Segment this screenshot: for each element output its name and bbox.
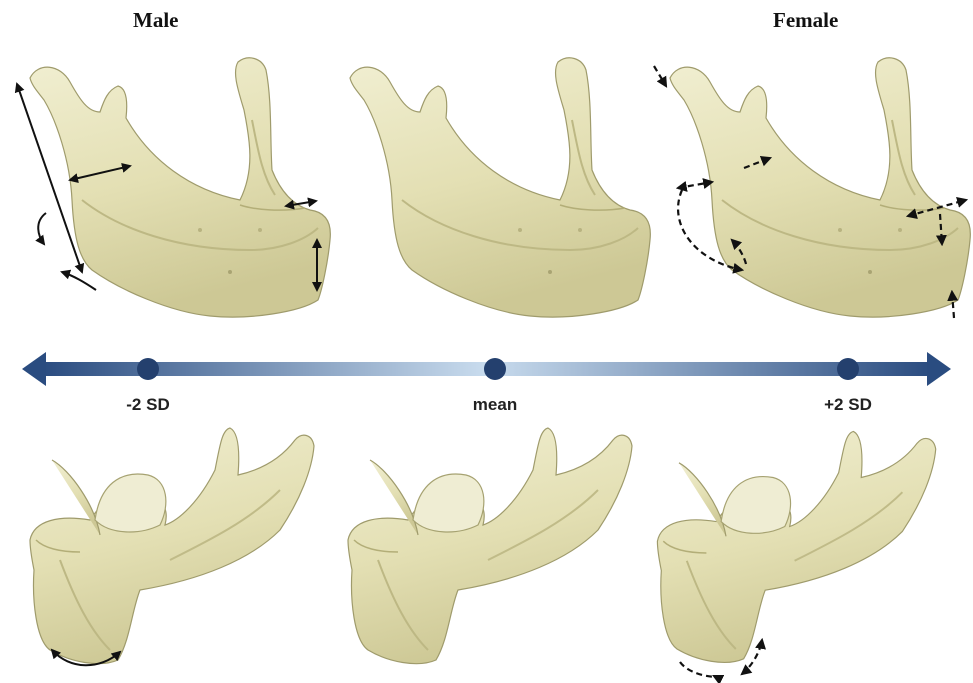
sd-axis [22, 352, 951, 386]
mandible-lateral-plus-2sd [654, 58, 970, 318]
marker-plus-2sd [837, 358, 859, 380]
mandible-lateral-minus-2sd [17, 58, 330, 317]
mandible-posterior-plus-2sd [657, 431, 935, 676]
mandible-posterior-minus-2sd [30, 428, 314, 665]
axis-right-arrowhead [927, 352, 951, 386]
label-mean: mean [473, 395, 517, 415]
label-minus-2sd: -2 SD [126, 395, 169, 415]
mandible-posterior-mean [348, 428, 632, 664]
dashed-arrow-left [680, 662, 714, 677]
label-plus-2sd: +2 SD [824, 395, 872, 415]
mandible-lateral-mean [350, 58, 650, 317]
axis-left-arrowhead [22, 352, 46, 386]
marker-mean [484, 358, 506, 380]
marker-minus-2sd [137, 358, 159, 380]
